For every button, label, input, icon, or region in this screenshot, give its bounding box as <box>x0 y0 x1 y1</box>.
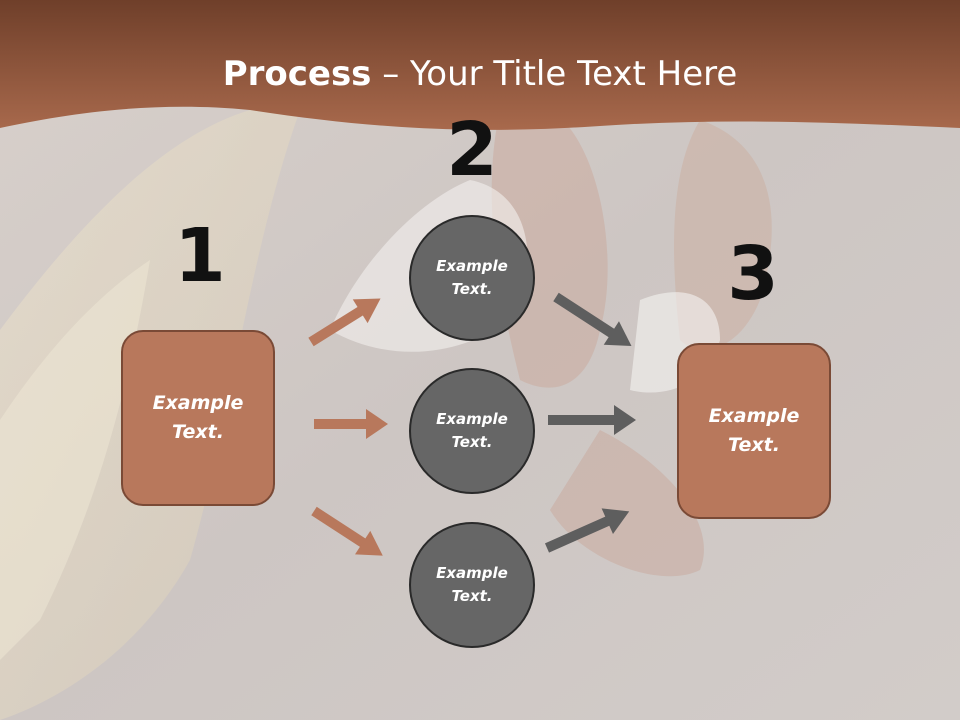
left-box: Example Text. <box>121 330 275 506</box>
right-box-label: Example Text. <box>708 405 800 456</box>
circle-bottom: Example Text. <box>409 522 535 648</box>
title-bold: Process <box>222 54 372 94</box>
circle-middle: Example Text. <box>409 368 535 494</box>
step-number-2: 2 <box>446 107 498 193</box>
circle-top-label: Example Text. <box>436 257 508 298</box>
circle-top: Example Text. <box>409 215 535 341</box>
circle-bottom-label: Example Text. <box>436 564 508 605</box>
slide-title: Process – Your Title Text Here <box>0 50 960 98</box>
right-box: Example Text. <box>677 343 831 519</box>
step-number-3: 3 <box>727 231 779 317</box>
left-box-label: Example Text. <box>152 392 244 443</box>
circle-middle-label: Example Text. <box>436 410 508 451</box>
title-rest: – Your Title Text Here <box>371 54 738 94</box>
step-number-1: 1 <box>174 213 226 299</box>
